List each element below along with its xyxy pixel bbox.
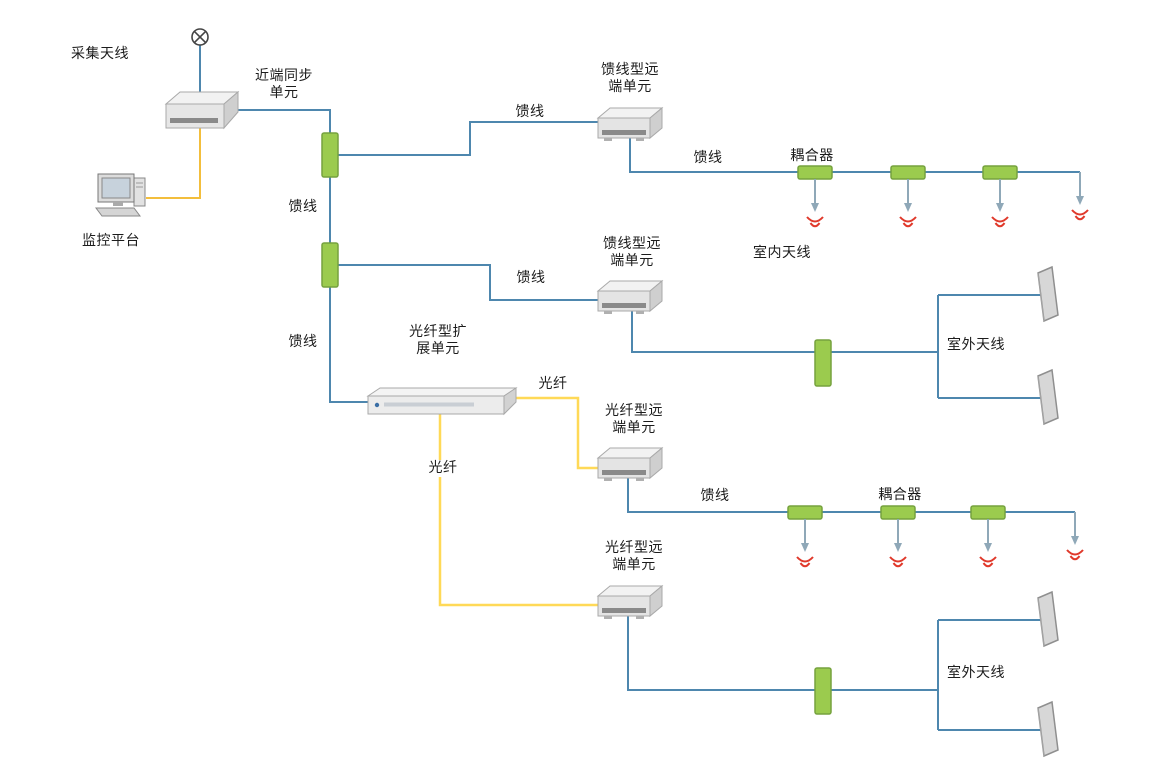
feeder-line-remote2-to-coupler — [631, 311, 815, 353]
near-end-unit-label: 近端同步 单元 — [253, 68, 315, 102]
coupler-label-2: 耦合器 — [876, 487, 924, 504]
feeder-line-splitter2-to-remote2 — [338, 264, 598, 301]
outdoor-coupler-1 — [814, 339, 832, 387]
feeder-label-1: 馈线 — [513, 104, 547, 121]
fiber-remote-unit-label-2: 光纤型远 端单元 — [603, 540, 665, 574]
outdoor-antenna — [1037, 701, 1059, 757]
indoor-antenna — [796, 518, 814, 568]
outdoor-antenna — [1037, 591, 1059, 647]
feeder-trunk-row1 — [629, 138, 1080, 173]
feeder-label-2: 馈线 — [286, 199, 320, 216]
outdoor-antenna-label-2: 室外天线 — [945, 665, 1007, 682]
feeder-label-5: 馈线 — [691, 150, 725, 167]
collect-antenna-label: 采集天线 — [69, 46, 131, 63]
feeder-remote-unit-label-1: 馈线型远 端单元 — [599, 62, 661, 96]
monitor-line — [146, 128, 201, 199]
outdoor-branch-lines-2 — [831, 619, 1042, 731]
monitor-platform-label: 监控平台 — [80, 233, 142, 250]
monitor-computer-icon — [95, 173, 146, 217]
fiber-remote-unit-label-1: 光纤型远 端单元 — [603, 403, 665, 437]
feeder-label-3: 馈线 — [514, 270, 548, 287]
indoor-antenna — [899, 178, 917, 228]
indoor-antenna — [1071, 171, 1089, 221]
feeder-trunk-row2 — [627, 478, 1075, 513]
fiber-line-2 — [438, 414, 598, 607]
fiber-remote-unit-2-device — [597, 585, 663, 620]
indoor-antenna — [806, 178, 824, 228]
indoor-antenna — [889, 518, 907, 568]
feeder-line-splitter2-to-expansion — [329, 287, 368, 403]
outdoor-branch-lines-1 — [831, 294, 1042, 399]
near-end-unit-device — [164, 90, 240, 130]
indoor-antenna — [1066, 511, 1084, 561]
feeder-remote-unit-label-2: 馈线型远 端单元 — [601, 236, 663, 270]
feeder-line-remote4-to-coupler — [627, 616, 815, 691]
indoor-antenna — [991, 178, 1009, 228]
indoor-antenna — [979, 518, 997, 568]
splitter-1 — [321, 132, 339, 178]
collect-antenna-icon — [191, 28, 209, 46]
feeder-label-6: 馈线 — [698, 488, 732, 505]
feeder-label-4: 馈线 — [286, 334, 320, 351]
outdoor-antenna — [1037, 266, 1059, 322]
expansion-unit-label: 光纤型扩 展单元 — [407, 324, 469, 358]
fiber-remote-unit-1-device — [597, 447, 663, 482]
outdoor-antenna — [1037, 369, 1059, 425]
indoor-coupler-1 — [797, 165, 833, 180]
fiber-label-2: 光纤 — [426, 460, 460, 477]
splitter-2 — [321, 242, 339, 288]
feeder-line-splitter1-to-remote1 — [338, 121, 598, 156]
fiber-label-1: 光纤 — [536, 376, 570, 393]
indoor-coupler-3 — [982, 165, 1018, 180]
feeder-remote-unit-1-device — [597, 107, 663, 142]
outdoor-antenna-label-1: 室外天线 — [945, 337, 1007, 354]
feeder-line-near-to-splitter1 — [238, 109, 331, 133]
indoor-antenna-label: 室内天线 — [751, 245, 813, 262]
indoor-coupler-6 — [970, 505, 1006, 520]
fiber-line-1 — [514, 396, 598, 470]
expansion-unit-markings — [384, 402, 474, 407]
indoor-coupler-4 — [787, 505, 823, 520]
fiber-expansion-unit-device — [366, 387, 518, 416]
coupler-label-1: 耦合器 — [788, 148, 836, 165]
expansion-unit-led — [374, 402, 380, 408]
feeder-remote-unit-2-device — [597, 280, 663, 315]
indoor-coupler-5 — [880, 505, 916, 520]
indoor-coupler-2 — [890, 165, 926, 180]
outdoor-coupler-2 — [814, 667, 832, 715]
